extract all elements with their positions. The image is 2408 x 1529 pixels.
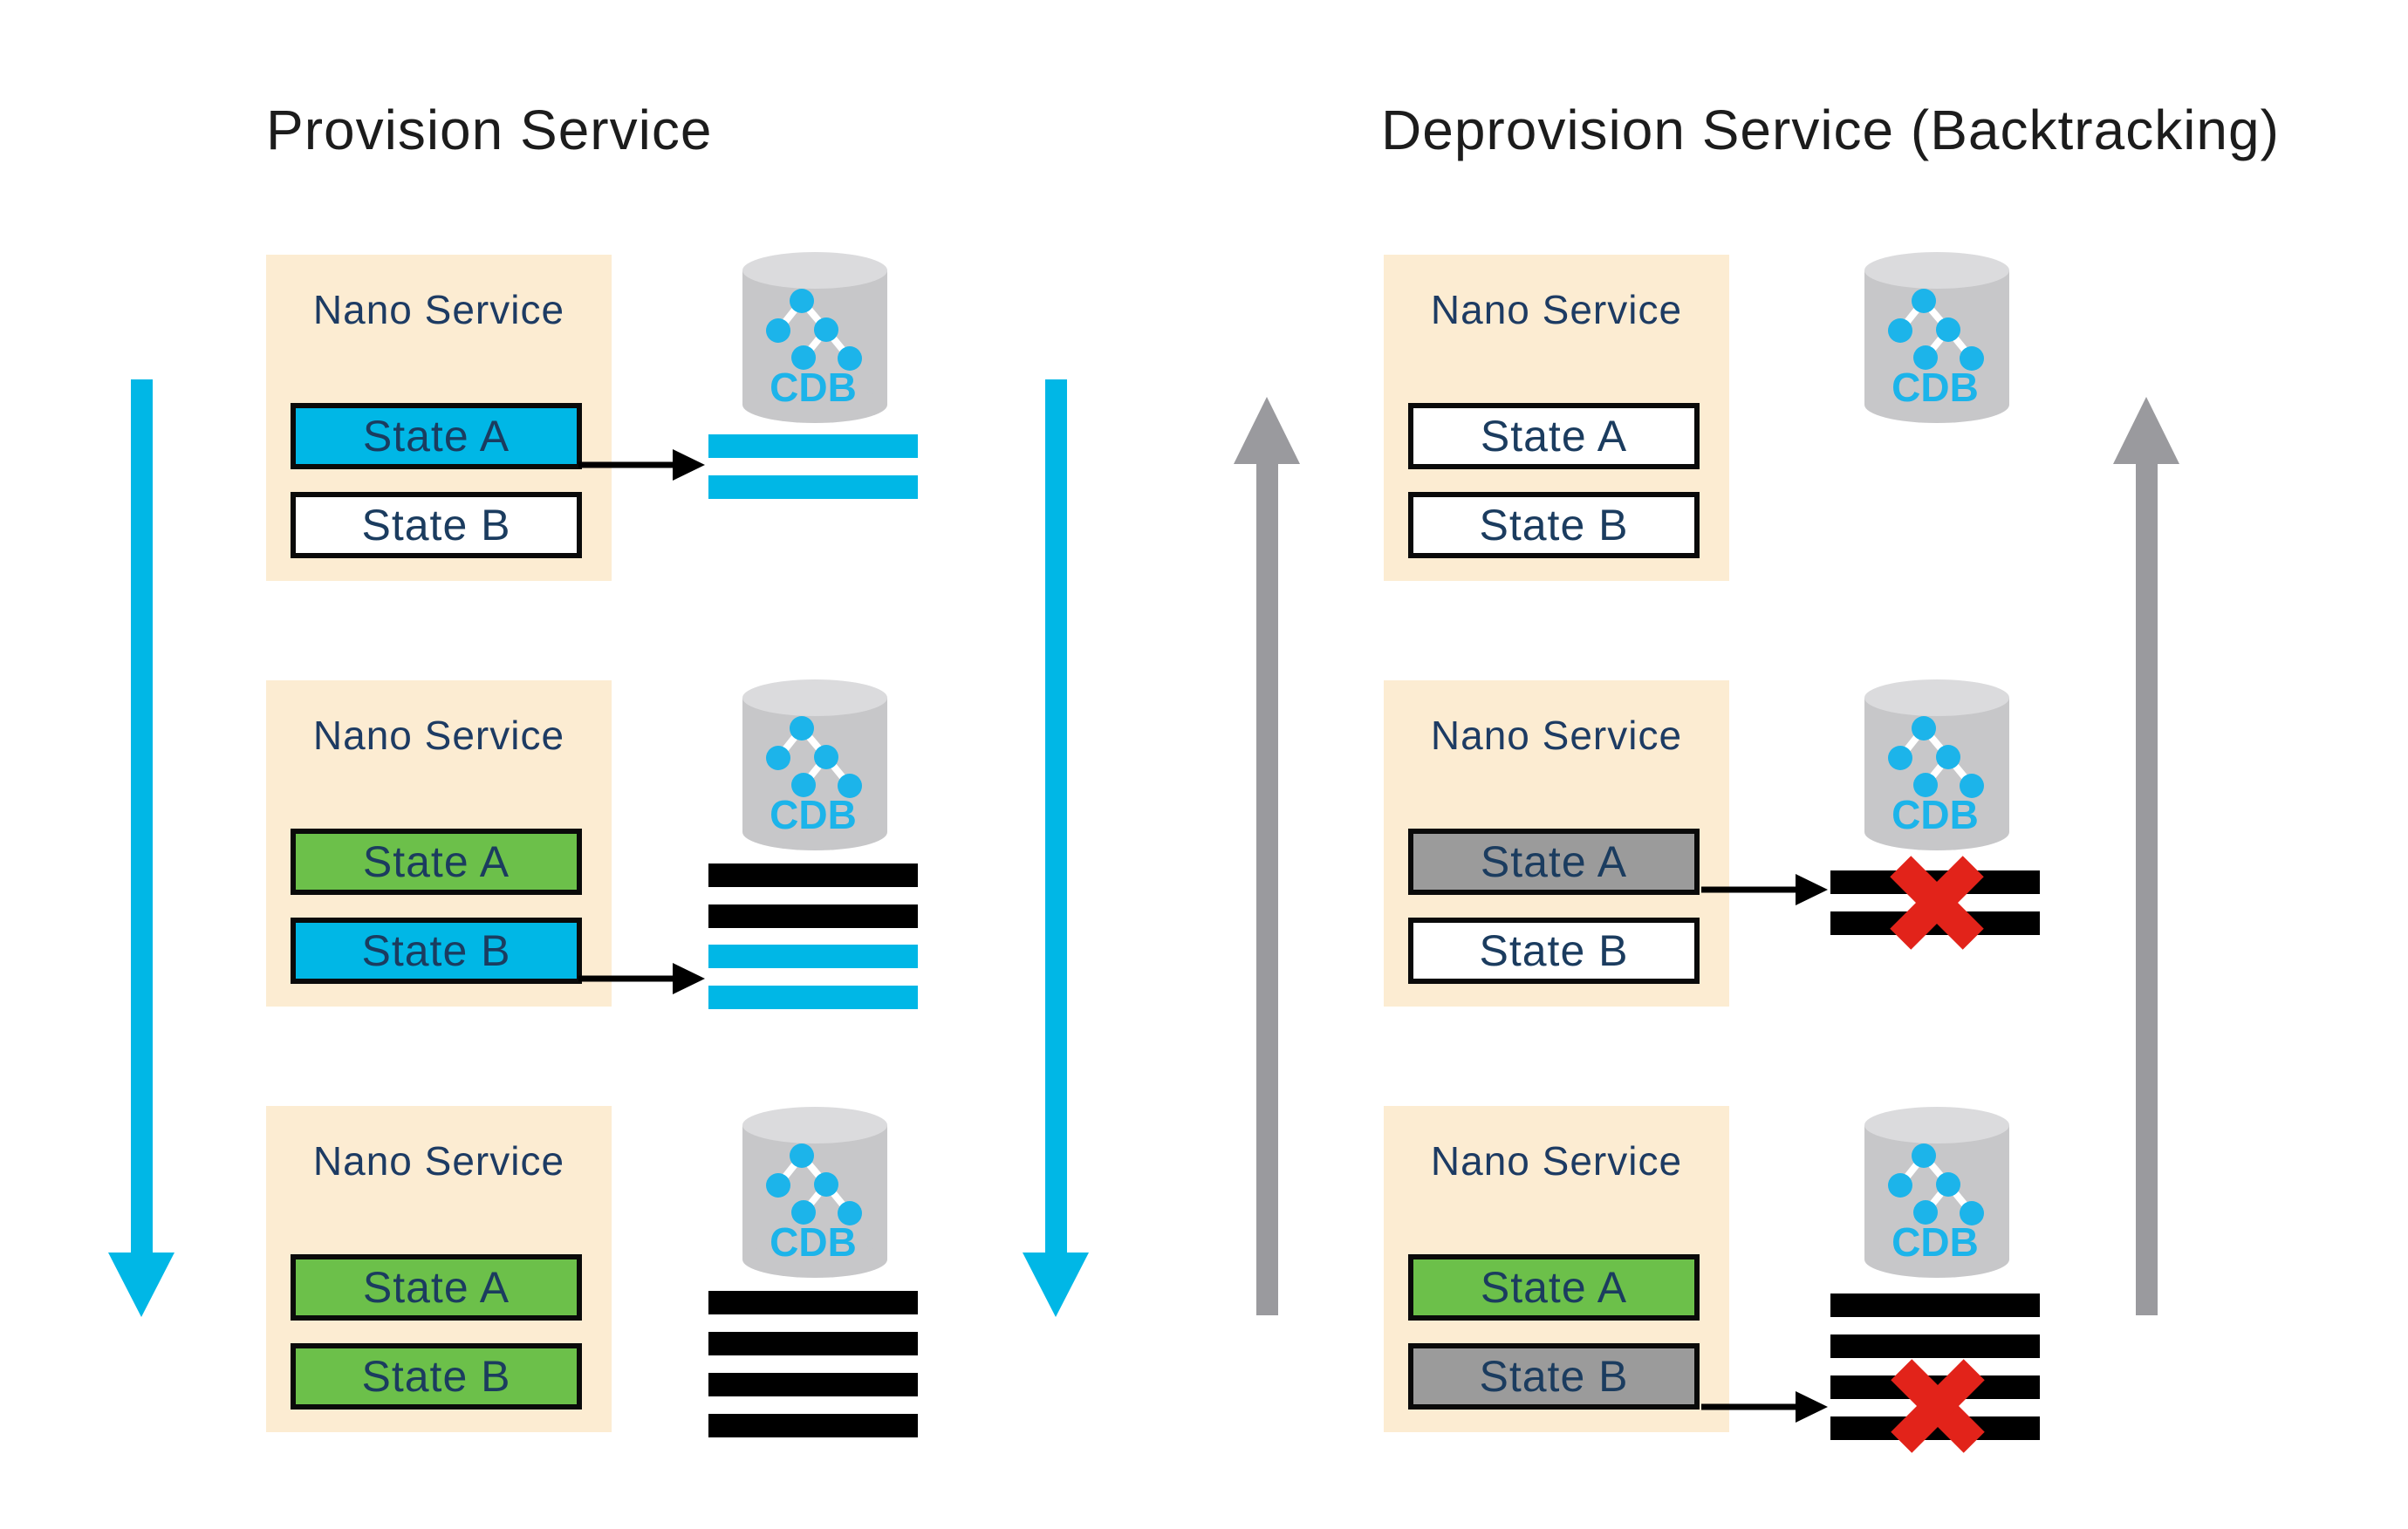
delete-x-icon [1891, 1359, 1985, 1453]
nano-service-label: Nano Service [312, 287, 565, 332]
state-b-box: State B [1408, 1343, 1700, 1410]
delete-arrow-icon [1701, 870, 1828, 909]
delete-x-icon [1890, 856, 1984, 950]
nano-service-label: Nano Service [312, 713, 565, 758]
data-stripe [708, 1332, 918, 1355]
state-a-label: State A [362, 412, 510, 461]
state-a-label: State A [362, 1263, 510, 1312]
nano-service-label: Nano Service [1430, 287, 1683, 332]
cdb-label: CDB [1892, 1219, 1979, 1265]
state-a-label: State A [1480, 1263, 1628, 1312]
nano-service-card: Nano Service State A State B [1384, 680, 1729, 1007]
data-stripe [708, 986, 918, 1009]
state-b-box: State B [1408, 918, 1700, 984]
cdb-label: CDB [770, 1219, 857, 1265]
nano-service-label: Nano Service [1430, 713, 1683, 758]
data-stripe [708, 1373, 918, 1396]
nano-service-card: Nano Service State A State B [266, 255, 612, 581]
nano-service-card: Nano Service State A State B [266, 680, 612, 1007]
cdb-database-icon: CDB [742, 251, 888, 424]
flow-up-arrow-icon [2113, 397, 2179, 1315]
data-stripe [708, 475, 918, 499]
state-a-box: State A [291, 403, 582, 469]
state-b-label: State B [361, 926, 511, 975]
state-b-box: State B [291, 492, 582, 558]
state-a-box: State A [291, 1254, 582, 1321]
data-stripe [1830, 1294, 2040, 1317]
data-stripe [708, 904, 918, 928]
state-b-box: State B [291, 918, 582, 984]
data-stripe [708, 1414, 918, 1437]
deprovision-title: Deprovision Service (Backtracking) [1381, 99, 2280, 161]
data-stripe [708, 1291, 918, 1314]
state-a-label: State A [1480, 837, 1628, 886]
delete-arrow-icon [1701, 1388, 1828, 1426]
nano-service-card: Nano Service State A State B [266, 1106, 612, 1432]
cdb-database-icon: CDB [742, 1106, 888, 1279]
state-a-box: State A [291, 829, 582, 895]
write-arrow-icon [578, 959, 705, 998]
data-stripe [708, 945, 918, 968]
state-b-label: State B [1479, 1352, 1629, 1401]
cdb-label: CDB [770, 365, 857, 410]
state-b-label: State B [361, 1352, 511, 1401]
nano-service-card: Nano Service State A State B [1384, 1106, 1729, 1432]
flow-down-arrow-icon [1023, 379, 1089, 1317]
cdb-label: CDB [1892, 792, 1979, 837]
flow-up-arrow-icon [1234, 397, 1300, 1315]
flow-down-arrow-icon [108, 379, 174, 1317]
state-b-label: State B [1479, 501, 1629, 549]
nano-service-label: Nano Service [312, 1138, 565, 1184]
cdb-label: CDB [770, 792, 857, 837]
data-stripe [1830, 1334, 2040, 1358]
state-a-label: State A [1480, 412, 1628, 461]
state-a-label: State A [362, 837, 510, 886]
cdb-label: CDB [1892, 365, 1979, 410]
cdb-database-icon: CDB [1864, 679, 2010, 851]
write-arrow-icon [578, 446, 705, 484]
state-a-box: State A [1408, 403, 1700, 469]
state-b-label: State B [1479, 926, 1629, 975]
data-stripe [708, 434, 918, 458]
state-b-box: State B [291, 1343, 582, 1410]
nano-service-label: Nano Service [1430, 1138, 1683, 1184]
state-b-label: State B [361, 501, 511, 549]
provision-title: Provision Service [266, 99, 713, 161]
state-a-box: State A [1408, 1254, 1700, 1321]
cdb-database-icon: CDB [742, 679, 888, 851]
cdb-database-icon: CDB [1864, 251, 2010, 424]
state-b-box: State B [1408, 492, 1700, 558]
cdb-database-icon: CDB [1864, 1106, 2010, 1279]
nano-service-card: Nano Service State A State B [1384, 255, 1729, 581]
data-stripe [708, 863, 918, 887]
state-a-box: State A [1408, 829, 1700, 895]
